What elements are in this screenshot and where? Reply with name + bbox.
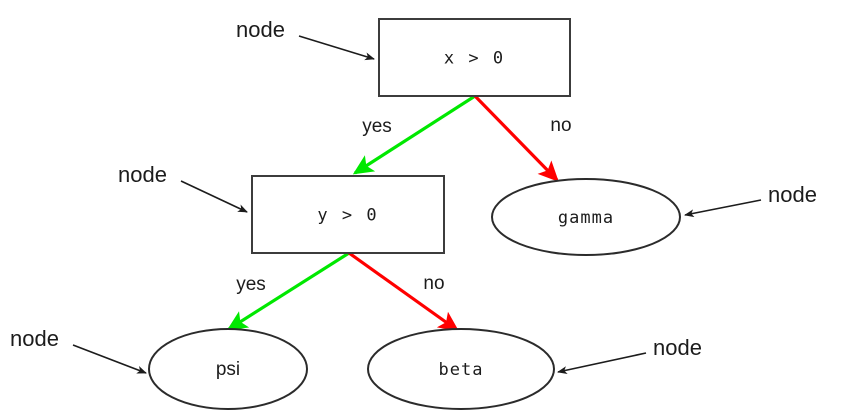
annotation-label: node [236,17,285,42]
annotation-label: node [768,182,817,207]
edge-line [473,94,559,182]
edge-line [226,251,350,331]
node-leaf-beta[interactable]: beta [367,328,555,410]
annotation-branch-y: node [118,162,248,213]
annotation-arrow-icon [557,352,647,375]
annotation-arrow-icon [298,35,375,61]
node-branch-y[interactable]: y > 0 [251,175,445,254]
annotation-label: node [653,335,702,360]
node-label: psi [216,359,240,380]
annotation-arrow-icon [684,199,762,218]
edge-label: yes [236,274,266,295]
node-label: beta [439,360,484,380]
annotation-arrow-icon [72,344,147,374]
nodes-layer: x > 0 y > 0 gamma psi beta [148,18,681,410]
annotation-leaf-psi: node [10,326,147,374]
node-label: x > 0 [444,49,505,69]
edge-line [352,94,476,175]
annotation-label: node [10,326,59,351]
node-ellipse[interactable] [491,178,681,256]
edge-label: no [550,115,571,136]
edge-label: no [423,273,444,294]
edge-label: yes [362,116,392,137]
annotation-arrow-icon [180,180,248,213]
node-label: gamma [558,208,614,228]
node-leaf-psi[interactable]: psi [148,328,308,410]
node-rect[interactable] [378,18,571,97]
node-leaf-gamma[interactable]: gamma [491,178,681,256]
node-rect[interactable] [251,175,445,254]
annotation-root: node [236,17,375,61]
node-ellipse[interactable] [367,328,555,410]
edge-line [348,251,460,332]
edge-no-root: no [473,94,572,182]
annotations-layer: node node node node node [10,17,817,375]
annotation-leaf-gamma: node [684,182,817,218]
node-root[interactable]: x > 0 [378,18,571,97]
node-label: y > 0 [317,206,378,226]
node-ellipse[interactable] [148,328,308,410]
edge-yes-branch-y: yes [226,251,350,331]
edges-layer: yes no yes no [226,94,572,332]
edge-yes-root: yes [352,94,476,175]
edge-no-branch-y: no [348,251,460,332]
annotation-leaf-beta: node [557,335,702,375]
annotation-label: node [118,162,167,187]
